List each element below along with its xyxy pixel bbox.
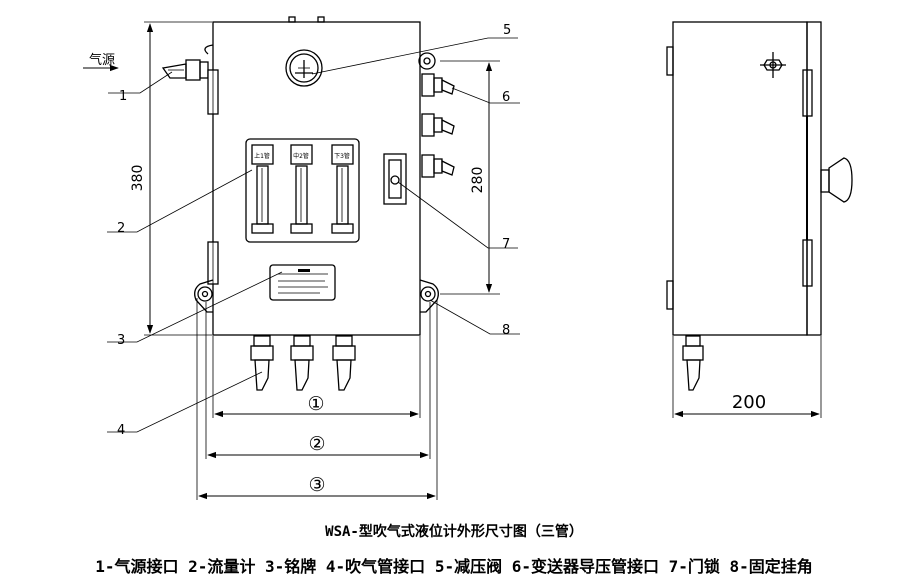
dim-text-280: 280	[470, 167, 486, 194]
front-view	[83, 16, 520, 500]
flowmeter-tube	[331, 144, 354, 234]
door-lock-icon	[383, 153, 407, 205]
callout-1: 1	[119, 89, 127, 104]
flowmeter-tag: 上1管	[254, 152, 270, 160]
side-view	[666, 21, 853, 418]
leader-line-4	[107, 371, 263, 433]
dim-text-width-1: ①	[307, 393, 324, 415]
dim-text-380: 380	[130, 165, 146, 192]
callout-3: 3	[117, 333, 125, 348]
flowmeter-tube	[251, 144, 274, 234]
cabinet-front	[212, 21, 421, 336]
callout-8: 8	[502, 323, 510, 338]
cabinet-side	[672, 21, 808, 336]
top-tab	[317, 16, 325, 23]
nameplate	[269, 264, 336, 301]
callout-5: 5	[503, 23, 511, 38]
hinge-icon	[666, 46, 674, 76]
blow-pipe-connector	[250, 335, 274, 391]
side-knob-icon	[820, 157, 853, 203]
mounting-bracket	[194, 279, 214, 313]
leader-line-5	[311, 37, 518, 75]
callout-6: 6	[502, 90, 510, 105]
back-plate	[806, 21, 822, 336]
flowmeter-tag: 中2管	[293, 152, 309, 160]
leader-line-3	[107, 271, 283, 343]
leader-line-7	[397, 181, 518, 249]
figure-legend: 1-气源接口 2-流量计 3-铭牌 4-吹气管接口 5-减压阀 6-变送器导压管…	[95, 557, 813, 576]
transmitter-port	[421, 73, 455, 97]
leader-line-2	[107, 169, 253, 233]
callout-7: 7	[502, 237, 510, 252]
air-source-label: 气源	[89, 52, 115, 68]
dim-text-width-3: ③	[308, 474, 325, 496]
transmitter-port	[421, 113, 455, 137]
top-tab	[288, 16, 296, 23]
blow-pipe-connector	[682, 335, 704, 391]
hinge-icon	[666, 280, 674, 310]
callout-2: 2	[117, 221, 125, 236]
valve-top-icon	[760, 52, 786, 78]
flowmeter-panel	[245, 138, 360, 243]
flowmeter-tag: 下3管	[334, 152, 350, 160]
air-source-inlet	[161, 44, 214, 81]
leader-line-8	[429, 299, 520, 335]
figure-title: WSA-型吹气式液位计外形尺寸图（三管）	[325, 524, 583, 540]
dim-text-width-2: ②	[308, 433, 325, 455]
leader-line-1	[108, 71, 173, 94]
dim-text-200: 200	[732, 392, 766, 413]
pressure-gauge-icon	[285, 49, 323, 87]
blow-pipe-connector	[290, 335, 314, 391]
mounting-bracket	[419, 279, 439, 313]
blow-pipe-connector	[332, 335, 356, 391]
leader-line-6	[451, 87, 520, 104]
mounting-hole	[418, 52, 436, 70]
flowmeter-tube	[290, 144, 313, 234]
callout-4: 4	[117, 423, 125, 438]
transmitter-port	[421, 154, 455, 178]
